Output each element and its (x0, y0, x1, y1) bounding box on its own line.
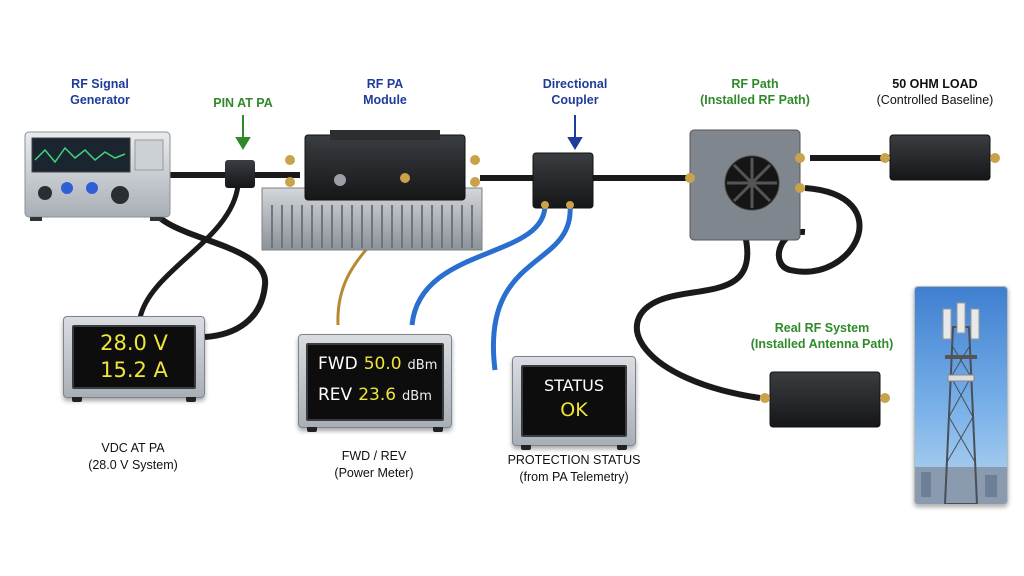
current-readout: 15.2 A (100, 358, 168, 382)
pin-arrow (235, 115, 251, 150)
voltage-readout: 28.0 V (100, 331, 168, 355)
fwd-label: FWD (318, 354, 358, 374)
cable-to-antenna-path (633, 234, 761, 401)
rf-path-label: RF Path (Installed RF Path) (700, 77, 810, 107)
vdc-meter: 28.0 V 15.2 A (63, 316, 205, 402)
status-screen: STATUS OK (521, 365, 627, 437)
cable-tee-to-meter (137, 184, 241, 319)
signal-generator (24, 131, 171, 221)
rf-path-box (685, 129, 805, 241)
pin-at-pa-label: PIN AT PA (213, 96, 273, 110)
antenna-path-box (760, 371, 890, 428)
status-value: OK (560, 399, 588, 421)
rf-pa-module (285, 130, 480, 201)
ohm-load-label: 50 OHM LOAD (Controlled Baseline) (876, 77, 994, 107)
vdc-screen: 28.0 V 15.2 A (72, 325, 196, 389)
cell-tower-icon (915, 302, 1007, 504)
loop-cable (775, 185, 863, 275)
protection-caption: PROTECTION STATUS (from PA Telemetry) (507, 453, 641, 484)
cell-tower-photo (914, 286, 1008, 505)
cable-to-vdc-meter (147, 199, 269, 340)
blue-coax-fwd (409, 204, 548, 326)
directional-coupler-body (532, 152, 594, 209)
status-title: STATUS (543, 376, 605, 395)
directional-coupler-label: Directional Coupler (542, 77, 608, 107)
rev-unit: dBm (402, 389, 432, 404)
rf-signal-generator-label: RF Signal Generator (70, 77, 130, 107)
rev-value: 23.6 (358, 385, 397, 405)
fwd-value: 50.0 (363, 354, 402, 374)
rf-pa-module-label: RF PA Module (363, 77, 407, 107)
power-meter-caption: FWD / REV (Power Meter) (334, 449, 414, 480)
real-rf-system-label: Real RF System (Installed Antenna Path) (750, 321, 894, 351)
coupler-arrow (567, 115, 583, 150)
protection-status-meter: STATUS OK (512, 356, 636, 450)
pin-tee-connector (225, 160, 255, 188)
blue-coax-status (490, 204, 573, 371)
ohm-load-body (880, 134, 1000, 181)
fwd-unit: dBm (407, 358, 438, 373)
rev-label: REV (318, 385, 353, 405)
vdc-caption: VDC AT PA (28.0 V System) (88, 441, 178, 472)
